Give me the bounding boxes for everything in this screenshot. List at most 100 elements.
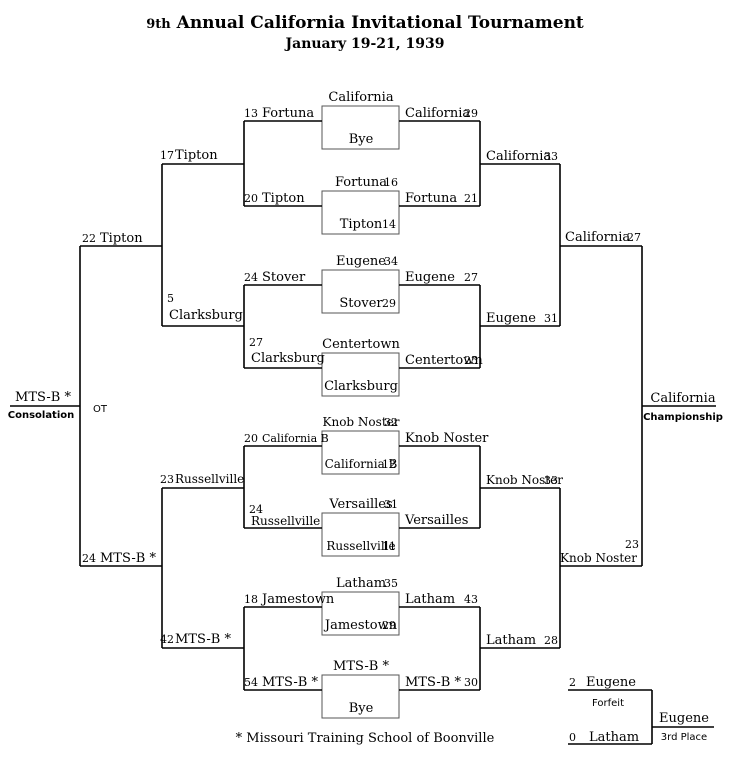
left-r3-score: 23 <box>160 473 174 486</box>
r1-match-box <box>321 430 400 475</box>
r1-top-score: 16 <box>384 176 398 189</box>
left-r2-team: Jamestown <box>260 592 335 607</box>
left-r2-team: Tipton <box>262 191 305 206</box>
r1-top-score: 35 <box>384 577 398 590</box>
r1-bottom-team: Stover <box>339 296 383 311</box>
r1-top-team: Eugene <box>336 254 386 269</box>
tournament-dates: January 19-21, 1939 <box>285 36 445 52</box>
left-r2-team: Russellville <box>251 514 320 528</box>
right-r3-team: Eugene <box>486 311 536 326</box>
tournament-title: 9th Annual California Invitational Tourn… <box>0 13 730 33</box>
left-r4-score: 22 <box>82 232 96 245</box>
r1-bottom-team: Bye <box>349 132 374 147</box>
left-r2-score: 20 <box>244 192 258 205</box>
right-r3-team: Latham <box>486 633 536 648</box>
r1-bottom-score: 11 <box>382 540 396 553</box>
r1-match-box <box>321 352 400 397</box>
right-r2-score: 29 <box>464 107 478 120</box>
left-r2-team: Clarksburg <box>251 351 325 366</box>
right-r2-score: 25 <box>464 354 478 367</box>
r1-bottom-team: Bye <box>349 701 374 716</box>
r1-bottom-team: Jamestown <box>323 618 398 633</box>
left-r2-team: Stover <box>262 270 306 285</box>
left-r2-team: MTS-B * <box>262 675 318 690</box>
r1-match-box <box>321 105 400 150</box>
r1-match-box <box>321 512 400 557</box>
left-r3-team: Clarksburg <box>169 308 243 323</box>
left-r2-team: Fortuna <box>262 106 314 121</box>
consolation-label: Consolation <box>8 410 75 421</box>
left-r2-score: 18 <box>244 593 258 606</box>
right-r3-team: Knob Noster <box>486 473 563 487</box>
right-r4-team: California <box>565 230 630 245</box>
left-r2-score: 24 <box>244 271 258 284</box>
third-top-score: 2 <box>569 676 576 689</box>
r1-top-team: Centertown <box>322 337 400 352</box>
r1-bottom-score: 12 <box>382 458 396 471</box>
r1-match-box <box>321 190 400 235</box>
right-r3-team: California <box>486 149 551 164</box>
champion-team: California <box>650 391 715 406</box>
r1-bottom-team: Tipton <box>340 217 383 232</box>
right-r2-team: Versailles <box>404 513 468 528</box>
left-r3-team: Tipton <box>175 148 218 163</box>
left-r4-team: Tipton <box>100 231 143 246</box>
r1-bottom-team: Russellville <box>326 539 395 553</box>
right-r2-team: Knob Noster <box>405 431 489 446</box>
right-r3-score: 28 <box>544 634 558 647</box>
right-r2-team: Latham <box>405 592 455 607</box>
right-r3-score: 31 <box>544 312 558 325</box>
r1-top-team: Fortuna <box>335 175 387 190</box>
right-r2-score: 43 <box>464 593 478 606</box>
right-r3-score: 33 <box>544 474 558 487</box>
left-r2-score: 54 <box>244 676 258 689</box>
left-r2-score: 20 <box>244 432 258 445</box>
footnote: * Missouri Training School of Boonville <box>235 731 495 746</box>
r1-top-score: 34 <box>384 255 398 268</box>
title-ordinal: 9th <box>146 17 171 32</box>
consolation-team: MTS-B * <box>15 390 71 405</box>
left-r3-team: Russellville <box>175 472 244 486</box>
right-r2-score: 30 <box>464 676 478 689</box>
left-r2-score: 13 <box>244 107 258 120</box>
left-r3-team: MTS-B * <box>175 632 231 647</box>
right-r4-score: 23 <box>625 538 639 551</box>
third-bottom-score: 0 <box>569 731 576 744</box>
r1-bottom-team: Clarksburg <box>324 379 398 394</box>
left-r2-score: 24 <box>249 503 263 516</box>
right-r2-score: 21 <box>464 192 478 205</box>
third-place-label: 3rd Place <box>661 732 707 743</box>
right-r3-score: 33 <box>544 150 558 163</box>
left-r3-score: 17 <box>160 149 174 162</box>
third-top-team: Eugene <box>586 675 636 690</box>
r1-top-team: Latham <box>336 576 386 591</box>
right-r2-team: California <box>405 106 470 121</box>
third-winner-team: Eugene <box>659 711 709 726</box>
r1-top-team: California <box>328 90 393 105</box>
right-r4-team: Knob Noster <box>560 551 637 565</box>
right-r4-score: 27 <box>627 231 641 244</box>
r1-bottom-score: 29 <box>382 619 396 632</box>
right-r2-team: MTS-B * <box>405 675 461 690</box>
left-r3-score: 42 <box>160 633 174 646</box>
forfeit-note: Forfeit <box>592 698 624 709</box>
right-r2-team: Eugene <box>405 270 455 285</box>
r1-top-team: Knob Noster <box>323 415 400 429</box>
right-r2-score: 27 <box>464 271 478 284</box>
r1-bottom-score: 14 <box>382 218 396 231</box>
champion-label: Championship <box>643 412 723 423</box>
r1-top-team: MTS-B * <box>333 659 389 674</box>
left-r4-team: MTS-B * <box>100 551 156 566</box>
left-r2-team: California B <box>262 432 329 445</box>
r1-match-box <box>321 591 400 636</box>
r1-match-box <box>321 269 400 314</box>
r1-bottom-team: California B <box>325 457 398 471</box>
left-r2-score: 27 <box>249 336 263 349</box>
r1-top-team: Versailles <box>328 497 392 512</box>
overtime-note: OT <box>93 404 108 415</box>
left-r3-score: 5 <box>167 292 174 305</box>
r1-match-box <box>321 674 400 719</box>
right-r2-team: Fortuna <box>405 191 457 206</box>
right-r2-team: Centertown <box>405 353 483 368</box>
